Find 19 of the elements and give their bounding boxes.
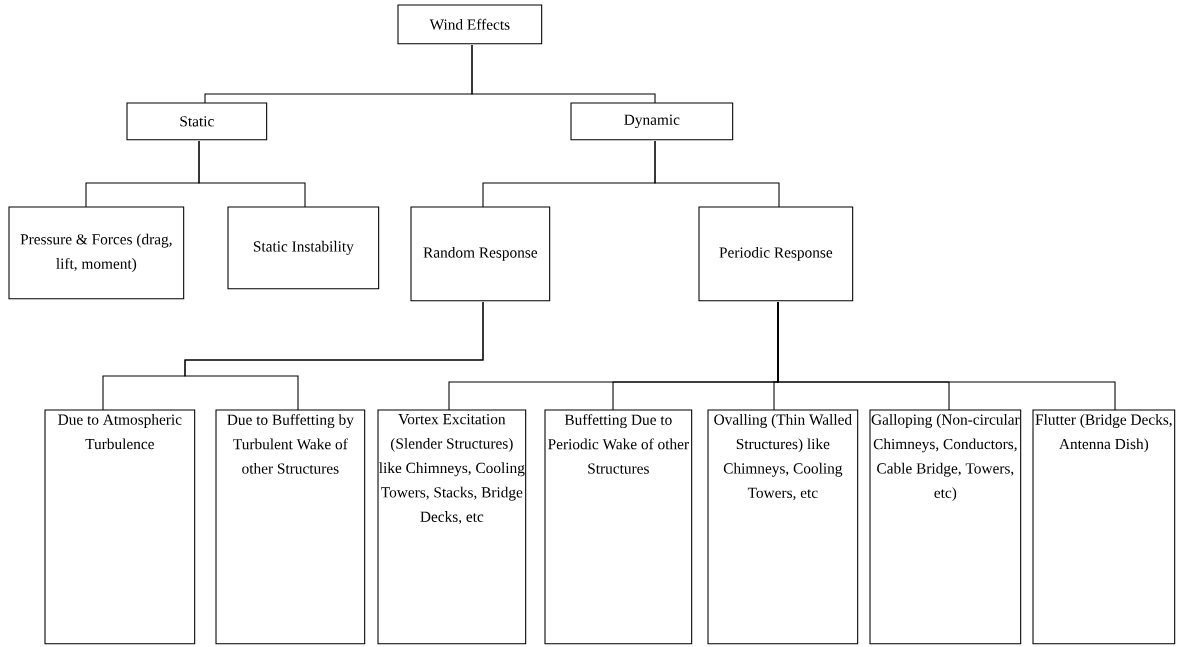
process-box: Dynamic xyxy=(570,102,734,141)
process-box: Due to Buffetting by Turbulent Wake of other Structures xyxy=(215,409,366,645)
process-box: Random Response xyxy=(410,206,551,302)
process-box: Due to Atmospheric Turbulence xyxy=(44,409,196,645)
connector-line xyxy=(198,140,306,208)
process-box: Buffetting Due to Periodic Wake of other Structures xyxy=(544,409,693,645)
process-box: Static xyxy=(126,102,268,141)
process-box: Galloping (Non-circular Chimneys, Conductors, Cable Bridge, Towers, etc) xyxy=(869,409,1022,645)
connector-line xyxy=(471,44,656,104)
process-box: Static Instability xyxy=(227,206,380,290)
process-box: Vortex Excitation (Slender Structures) like Chimneys, Cooling Towers, Stacks, Bridge Decks, etc xyxy=(377,409,527,645)
connector-line xyxy=(777,301,1116,411)
process-box: Pressure & Forces (drag, lift, moment) xyxy=(8,206,185,300)
connector-line xyxy=(654,140,780,208)
connector-line xyxy=(184,301,484,411)
process-box: Ovalling (Thin Walled Structures) like Chimneys, Cooling Towers, etc xyxy=(707,409,859,645)
process-box: Wind Effects xyxy=(397,4,543,45)
process-box: Periodic Response xyxy=(698,206,854,302)
process-box: Flutter (Bridge Decks, Antenna Dish) xyxy=(1032,409,1176,645)
